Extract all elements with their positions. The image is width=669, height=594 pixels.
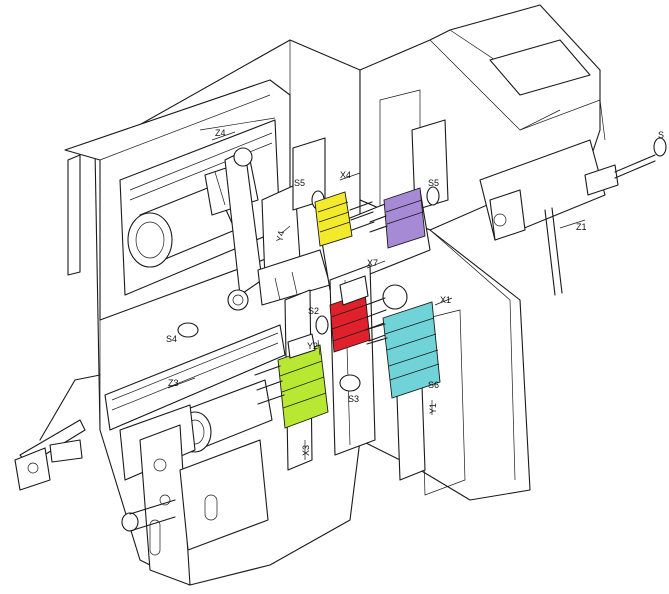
label-z1: Z1 xyxy=(576,222,587,232)
connector-x1 xyxy=(364,301,441,399)
label-s4: S4 xyxy=(166,334,177,344)
s2-sensor xyxy=(315,315,329,335)
label-s6: S6 xyxy=(428,380,439,390)
s3-sensor xyxy=(339,374,361,392)
label-s5-left: S5 xyxy=(294,178,305,188)
s5-right-sensor xyxy=(426,186,440,206)
label-y2: Y2 xyxy=(307,341,318,351)
label-x3: X3 xyxy=(301,445,311,456)
connector-purple xyxy=(369,187,426,249)
label-x1: X1 xyxy=(440,295,451,305)
label-s1: S xyxy=(658,130,664,140)
lower-mount-plate xyxy=(121,424,269,586)
label-y1: Y1 xyxy=(428,403,438,414)
s4-sensor xyxy=(177,322,199,338)
connector-x4 xyxy=(314,191,375,247)
connector-x7 xyxy=(329,275,389,353)
lower-module-frame xyxy=(104,324,286,431)
label-s2: S2 xyxy=(308,306,319,316)
label-z4: Z4 xyxy=(215,128,226,138)
left-bracket-arm xyxy=(14,374,101,491)
label-z3: Z3 xyxy=(168,378,179,388)
right-actuator xyxy=(479,99,667,296)
x1-block xyxy=(382,301,441,399)
label-s3: S3 xyxy=(348,394,359,404)
label-s5-right: S5 xyxy=(428,178,439,188)
label-y4: Y4 xyxy=(274,230,286,243)
x7-wheel xyxy=(382,284,408,310)
connector-x3 xyxy=(254,333,329,429)
x4-block xyxy=(314,191,353,247)
label-x7: X7 xyxy=(367,258,378,268)
right-pillar xyxy=(411,119,449,211)
label-x4: X4 xyxy=(340,170,351,180)
top-pulley xyxy=(233,147,253,167)
